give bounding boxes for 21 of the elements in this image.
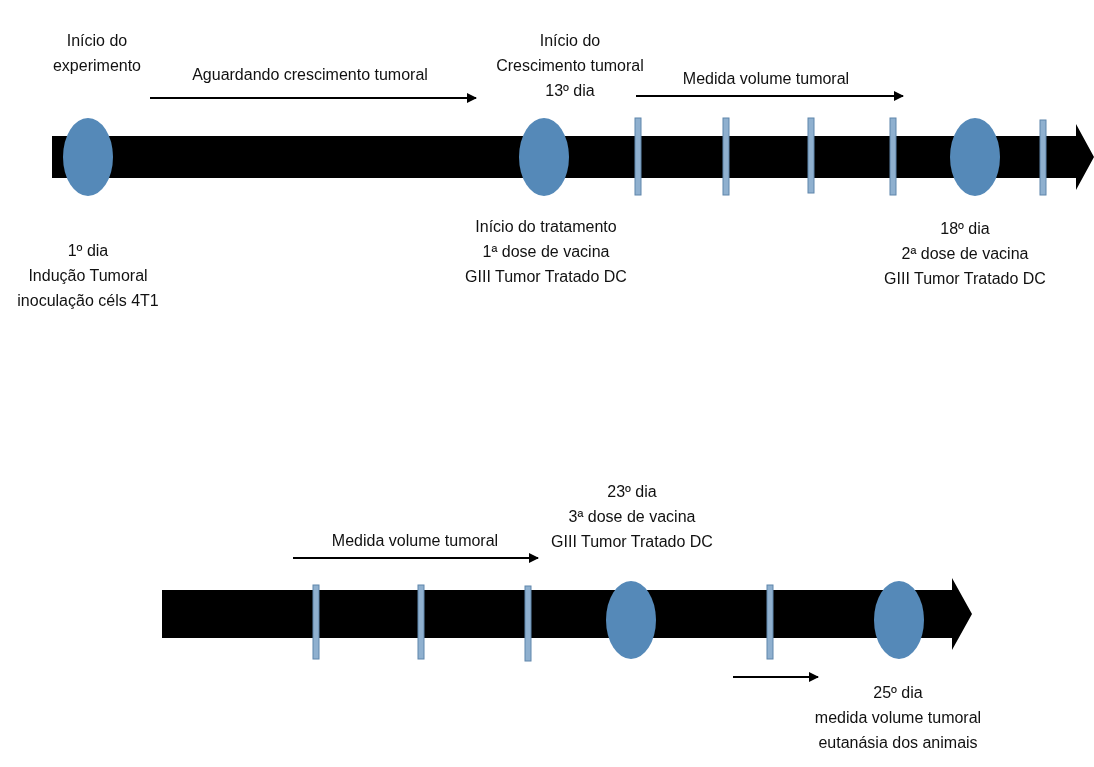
milestone-caption: medida volume tumoral xyxy=(813,708,983,728)
milestone-caption: GIII Tumor Tratado DC xyxy=(550,532,714,552)
milestone-caption: 25º dia xyxy=(872,683,924,703)
milestone-caption: GIII Tumor Tratado DC xyxy=(464,267,628,287)
milestone-caption: 3ª dose de vacina xyxy=(567,507,697,527)
milestone-caption: Início do tratamento xyxy=(474,217,618,237)
milestone-caption: 1º dia xyxy=(66,241,110,261)
phase-label: Medida volume tumoral xyxy=(682,69,850,89)
milestone-caption: 2ª dose de vacina xyxy=(900,244,1030,264)
phase-label: Medida volume tumoral xyxy=(331,531,499,551)
arrow xyxy=(149,93,477,103)
milestone-caption: eutanásia dos animais xyxy=(817,733,979,753)
milestone-caption: Indução Tumoral xyxy=(27,266,149,286)
milestone-caption: 23º dia xyxy=(606,482,658,502)
milestone-caption: Início do experimento xyxy=(51,31,142,76)
milestone-caption: 13º dia xyxy=(544,81,596,101)
milestone-caption: GIII Tumor Tratado DC xyxy=(883,269,1047,289)
milestone-caption: inoculação céls 4T1 xyxy=(16,291,160,311)
milestone-caption: Início do Crescimento tumoral xyxy=(495,31,645,76)
milestone-caption: 1ª dose de vacina xyxy=(481,242,611,262)
milestone-caption: 18º dia xyxy=(939,219,991,239)
